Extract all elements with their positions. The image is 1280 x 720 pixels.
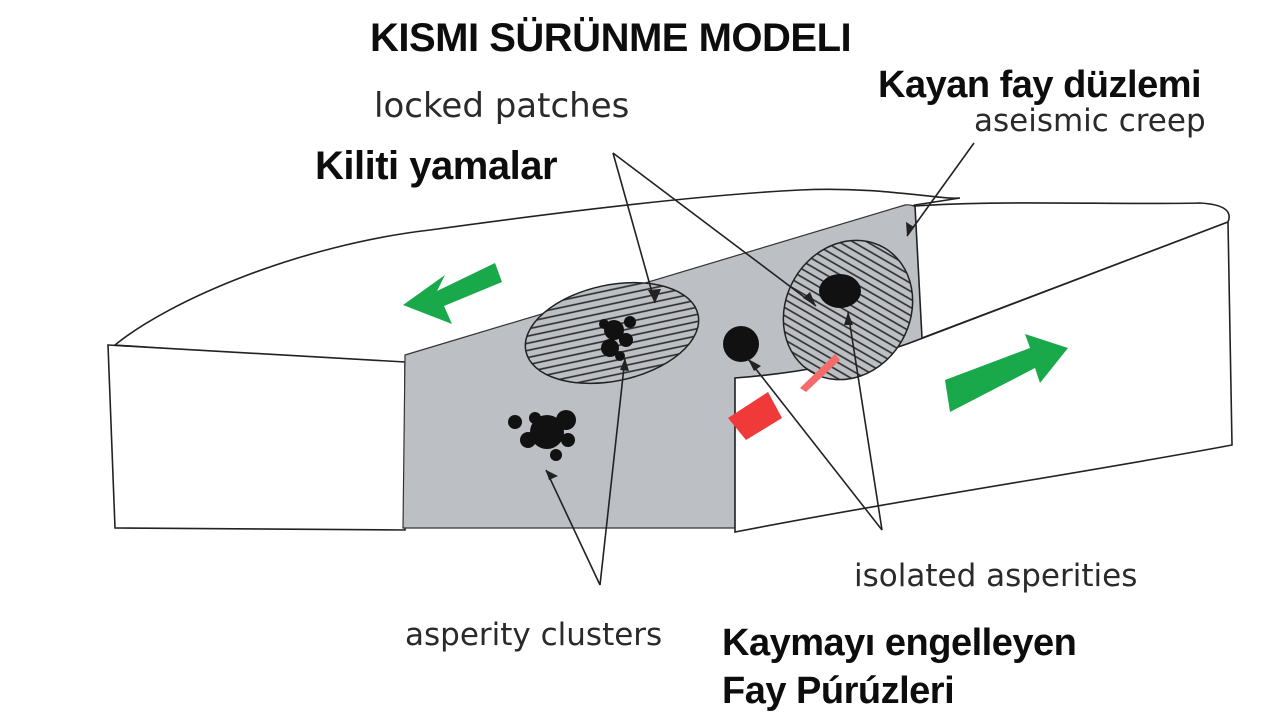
left-block-front [107, 344, 406, 531]
arrowheads [546, 222, 914, 480]
aseismic-creep-label: aseismic creep [974, 103, 1206, 139]
isolated-asperity [819, 274, 861, 308]
locked-patches-turkish-label: Kiliti yamalar [315, 144, 558, 188]
red-highlight [728, 392, 782, 440]
right-block-top [914, 202, 1230, 340]
red-highlight [800, 354, 840, 392]
isolated-asperities-label: isolated asperities [854, 558, 1138, 594]
locked-patches-label: locked patches [374, 86, 630, 126]
page-title: KISMI SÜRÜNME MODELI [370, 16, 852, 60]
asperity-cluster [599, 316, 636, 361]
locked-patch-right [782, 239, 914, 381]
left-block-top [112, 188, 961, 366]
leader-lines [545, 142, 975, 586]
asperity-cluster [508, 410, 576, 461]
slip-arrow-left [403, 263, 502, 324]
asperities-turkish-label-line1: Kaymayı engelleyen [722, 622, 1077, 664]
asperities-turkish-label-line2: Fay Púrúzleri [722, 670, 955, 712]
fault-plane-turkish-label: Kayan fay düzlemi [878, 64, 1202, 106]
isolated-asperity [723, 326, 759, 362]
asperity-clusters-label: asperity clusters [405, 617, 663, 653]
slip-arrow-right [945, 334, 1068, 412]
